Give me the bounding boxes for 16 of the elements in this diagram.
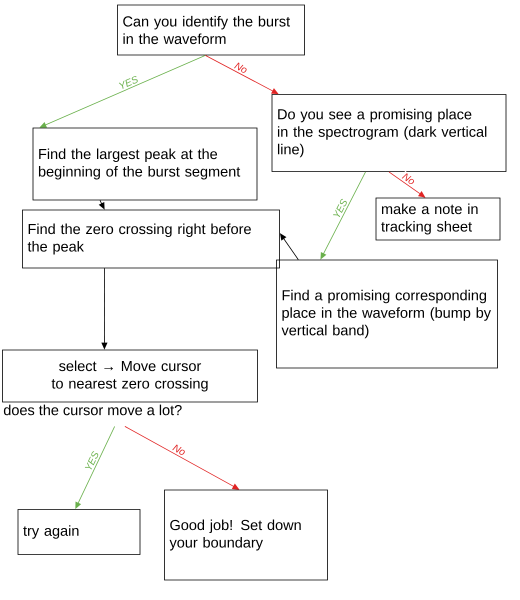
edge-label: No	[232, 60, 250, 76]
process-box: Good job! Set down your boundary	[164, 490, 328, 580]
process-box: Find a promising corresponding place in the waveform (bump by vertical band)	[276, 260, 498, 368]
edge-label: YES	[82, 449, 101, 474]
process-box: make a note in tracking sheet	[376, 198, 500, 240]
edge-label: No	[400, 170, 418, 187]
process-box: Find the zero crossing right before the peak	[22, 210, 280, 268]
edge-label: No	[170, 442, 188, 458]
process-box: try again	[18, 509, 140, 555]
process-box: Do you see a promising place in the spectrogram (dark vertical line)	[272, 94, 506, 172]
note-text: does the cursor move a lot?	[4, 404, 182, 416]
process-box: Can you identify the burst in the waveform	[117, 4, 305, 56]
edge-label: YES	[331, 196, 350, 221]
edge-label: YES	[116, 74, 140, 92]
process-box: Find the largest peak at the beginning of the burst segment	[32, 128, 258, 200]
process-box: select → Move cursor to nearest zero crossing	[2, 350, 258, 402]
